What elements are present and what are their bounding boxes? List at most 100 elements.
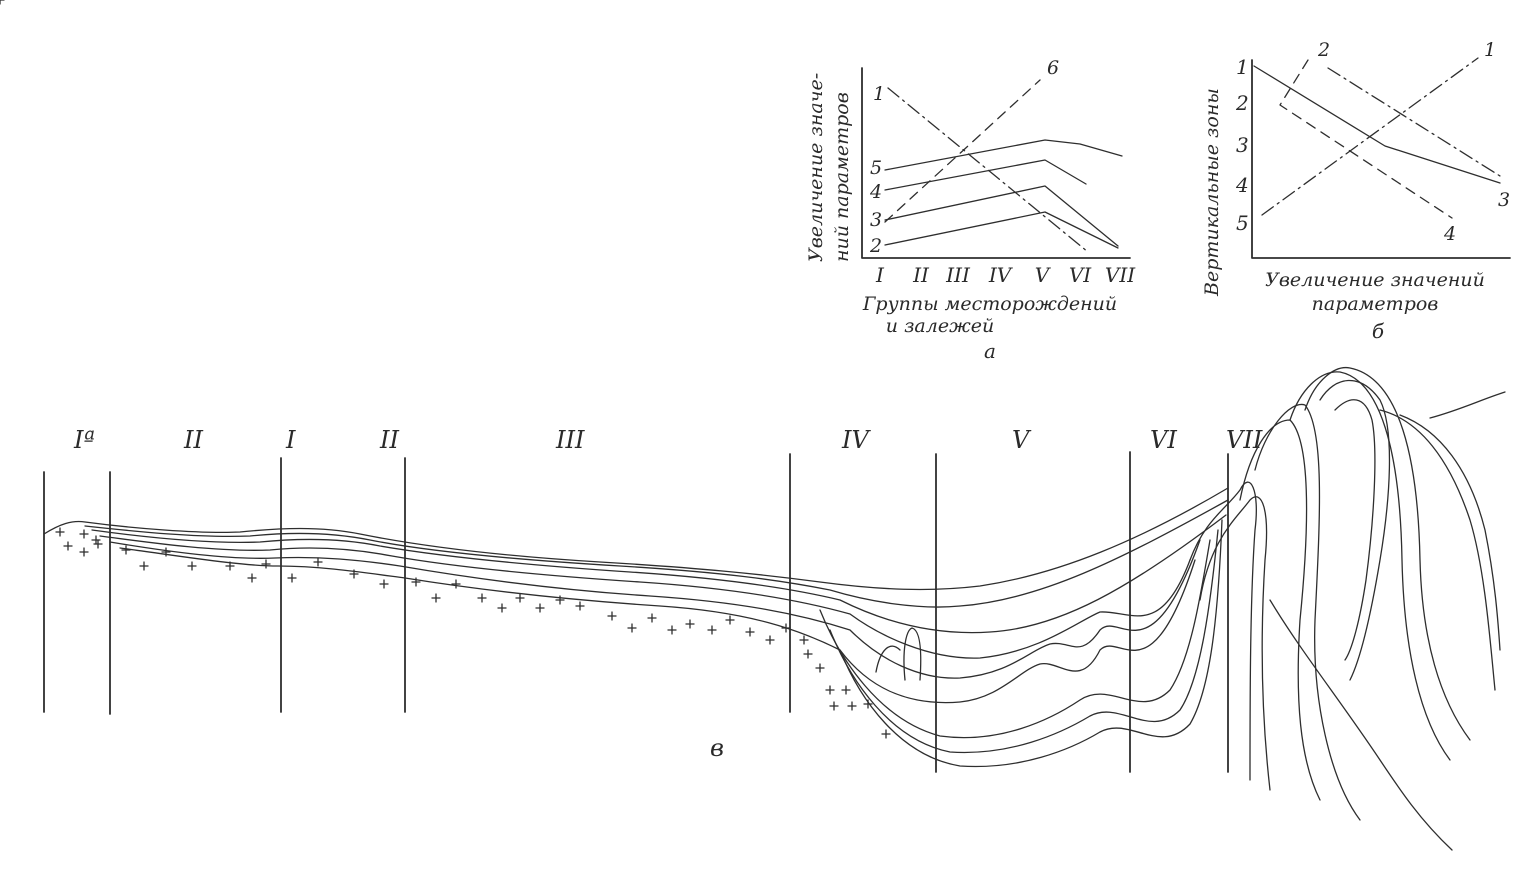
basement-cross <box>451 579 461 589</box>
chart-b-ylabel: Вертикальные зоны <box>1201 88 1223 297</box>
chart-b-curve-1 <box>1261 57 1479 216</box>
basement-cross <box>379 579 389 589</box>
chart-b-panel-label: б <box>1372 319 1385 343</box>
section-fold <box>1304 367 1471 741</box>
section-fold <box>1239 419 1321 801</box>
basement-cross <box>261 559 271 569</box>
basement-cross <box>815 663 825 673</box>
chart-a-label-3: 3 <box>870 209 882 231</box>
section-zone-label: Iª <box>73 426 95 454</box>
basement-cross <box>477 593 487 603</box>
chart-a-label-6: 6 <box>1047 57 1059 79</box>
section-panel-label: в <box>710 734 724 762</box>
chart-b-curve-labels: 1 2 3 4 <box>1317 39 1510 245</box>
chart-a-panel-label: а <box>984 339 996 363</box>
basement-cross <box>863 699 873 709</box>
basement-cross <box>349 569 359 579</box>
chart-a-tick: VI <box>1069 263 1092 287</box>
section-layer <box>99 535 1191 659</box>
basement-cross <box>313 557 323 567</box>
section-zone-label: III <box>555 426 585 454</box>
chart-a-xlabel-1: Группы месторождений <box>862 293 1117 315</box>
section-layers <box>43 487 1229 768</box>
basement-cross <box>139 561 149 571</box>
chart-a-ylabel-2: ний параметров <box>831 92 853 262</box>
basement-cross <box>55 527 65 537</box>
section-zone-label: V <box>1012 426 1032 454</box>
chart-a-y-label: Увеличение значе- ний параметров <box>805 73 853 262</box>
chart-a-label-5: 5 <box>870 157 882 179</box>
section-zone-label: IV <box>841 426 871 454</box>
chart-b-zone: 4 <box>1235 173 1249 197</box>
basement-cross <box>161 547 171 557</box>
chart-b-label-4: 4 <box>1443 223 1456 245</box>
chart-a-label-1: 1 <box>873 83 885 105</box>
section-fold <box>1254 403 1361 821</box>
section-fold <box>1334 399 1376 661</box>
basement-cross <box>667 625 677 635</box>
basement-cross <box>575 601 585 611</box>
chart-b-zone: 3 <box>1236 133 1249 157</box>
basement-cross <box>799 635 809 645</box>
basement-cross <box>63 541 73 551</box>
section-layer <box>839 519 1223 768</box>
basement-cross <box>829 701 839 711</box>
basement-cross <box>225 561 235 571</box>
section-layer <box>119 547 1196 704</box>
section-layer <box>875 645 901 673</box>
chart-b-label-3: 3 <box>1498 189 1510 211</box>
chart-a-tick: I <box>875 263 885 287</box>
basement-cross <box>847 701 857 711</box>
chart-b-label-1: 1 <box>1484 39 1496 61</box>
chart-a-tick: II <box>912 263 930 287</box>
basement-cross <box>745 627 755 637</box>
basement-cross <box>431 593 441 603</box>
section-fold <box>1289 371 1451 761</box>
basement-cross <box>627 623 637 633</box>
chart-b-xlabel-1: Увеличение значений <box>1265 269 1485 291</box>
chart-a-curve-4 <box>884 159 1087 191</box>
basement-cross <box>79 529 89 539</box>
chart-a-curve-1 <box>887 87 1089 253</box>
basement-cross <box>247 573 257 583</box>
chart-a-label-2: 2 <box>869 235 882 257</box>
section-diapir <box>903 627 922 681</box>
chart-a-label-4: 4 <box>869 181 882 203</box>
chart-a-tick: V <box>1035 263 1052 287</box>
section-fold <box>1319 379 1391 681</box>
chart-a-curve-3 <box>884 185 1119 247</box>
basement-cross <box>497 603 507 613</box>
basement-cross <box>707 625 717 635</box>
chart-b-curve-3 <box>1253 65 1501 184</box>
chart-a-x-ticks: I II III IV V VI VII <box>875 263 1136 287</box>
section-c: Iª II I II III IV V VI VII в <box>0 0 1506 851</box>
chart-a-curve-6 <box>884 79 1041 223</box>
basement-cross <box>79 547 89 557</box>
section-zone-label: VII <box>1226 426 1263 454</box>
section-zone-labels: Iª II I II III IV V VI VII <box>73 426 1263 454</box>
basement-cross <box>187 561 197 571</box>
section-basement <box>0 0 891 739</box>
basement-cross <box>841 685 851 695</box>
section-surface <box>43 487 1229 591</box>
chart-a-curve-labels: 1 2 3 4 5 6 <box>869 57 1059 257</box>
chart-a-tick: IV <box>988 263 1014 287</box>
chart-b: Вертикальные зоны 1 2 3 4 5 Увеличение з… <box>1201 39 1511 343</box>
basement-cross <box>515 593 525 603</box>
section-layer <box>829 529 1219 754</box>
chart-b-axes <box>1251 59 1511 259</box>
chart-b-curve-2b <box>1327 67 1501 177</box>
basement-cross <box>781 623 791 633</box>
basement-cross <box>825 685 835 695</box>
section-fold-belt <box>1189 367 1506 851</box>
chart-b-xlabel-2: параметров <box>1312 293 1439 315</box>
section-zone-label: II <box>379 426 399 454</box>
basement-cross <box>93 539 103 549</box>
section-zone-label: II <box>183 426 203 454</box>
basement-cross <box>91 535 101 545</box>
basement-cross <box>765 635 775 645</box>
basement-cross <box>881 729 891 739</box>
chart-a-tick: VII <box>1105 263 1136 287</box>
